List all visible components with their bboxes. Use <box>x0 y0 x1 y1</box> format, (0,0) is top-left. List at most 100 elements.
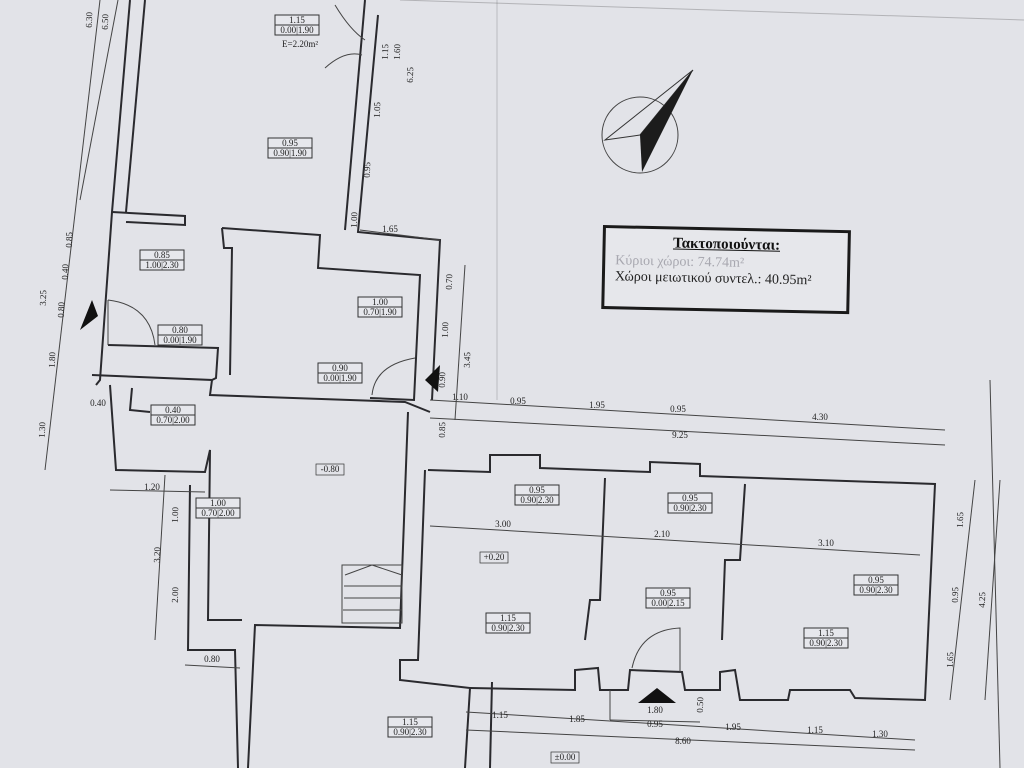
window-tag-sill-height: 0.90|1.90 <box>273 148 307 158</box>
window-tag-width: 0.90 <box>332 363 348 373</box>
dimension-label: 0.85 <box>64 231 75 248</box>
dimension-label: 0.90 <box>437 371 448 388</box>
walls <box>91 0 937 768</box>
dimension-label: 1.30 <box>37 421 48 438</box>
dimension-label: 0.40 <box>60 263 71 280</box>
window-tag-width: 0.80 <box>172 325 188 335</box>
dimension-label: 3.10 <box>818 538 834 548</box>
legend-box: Τακτοποιούνται: Κύριοι χώροι: 74.74m² Χώ… <box>601 225 851 315</box>
dimension-label: 0.95 <box>950 586 961 603</box>
window-tag-sill-height: 0.90|2.30 <box>673 503 707 513</box>
dimension-label: 3.25 <box>38 289 49 306</box>
dimension-label: 6.50 <box>100 13 111 30</box>
entrance-marker-icon <box>80 300 98 330</box>
dimension-label: 4.30 <box>812 412 828 422</box>
dimension-label: 1.80 <box>47 351 58 368</box>
window-tag: 0.400.70|2.00 <box>150 404 196 426</box>
dimension-label: 3.00 <box>495 519 511 529</box>
window-tag: 0.950.90|2.30 <box>514 484 560 506</box>
window-tag-width: 1.15 <box>289 15 305 25</box>
window-tag-width: 1.00 <box>372 297 388 307</box>
window-tag-width: 0.85 <box>154 250 170 260</box>
dimension-lines <box>44 0 1001 751</box>
window-tag: 1.000.70|2.00 <box>195 497 241 519</box>
window-tag-sill-height: 0.00|2.15 <box>651 598 685 608</box>
window-tag-width: 0.40 <box>165 405 181 415</box>
level-value: +0.20 <box>484 552 505 562</box>
window-tag: 1.150.90|2.30 <box>485 612 531 634</box>
window-tag: 0.950.90|1.90 <box>267 137 313 159</box>
window-tag-width: 0.95 <box>660 588 676 598</box>
level-value: ±0.00 <box>555 752 576 762</box>
level-mark: -0.80 <box>315 463 345 476</box>
window-tag: 1.150.90|2.30 <box>803 627 849 649</box>
window-tag-sill-height: 0.90|2.30 <box>809 638 843 648</box>
dimension-label: 0.50 <box>695 696 706 713</box>
north-arrow-icon <box>601 69 694 174</box>
level-value: -0.80 <box>321 464 340 474</box>
window-tag: 1.150.90|2.30 <box>387 716 433 738</box>
window-tag-sill-height: 0.90|2.30 <box>393 727 427 737</box>
dimension-label: 1.60 <box>392 43 403 60</box>
window-tag-sill-height: 0.70|1.90 <box>363 307 397 317</box>
dimension-label: 2.10 <box>654 529 670 539</box>
window-tag-width: 0.95 <box>682 493 698 503</box>
window-tag-sill-height: 0.70|2.00 <box>201 508 235 518</box>
dimension-label: 0.95 <box>670 404 686 414</box>
dimension-label: 6.30 <box>84 11 95 28</box>
dimension-label: 1.15 <box>807 725 823 735</box>
window-tag-sill-height: 0.00|1.90 <box>323 373 357 383</box>
window-tag: 0.950.90|2.30 <box>853 574 899 596</box>
window-tag-width: 1.15 <box>402 717 418 727</box>
dimension-label: 1.15 <box>492 710 508 720</box>
window-tag-sill-height: 0.90|2.30 <box>520 495 554 505</box>
dimension-label: 1.10 <box>452 392 468 402</box>
dimension-label: 1.95 <box>589 400 605 410</box>
window-tag-sill-height: 0.90|2.30 <box>491 623 525 633</box>
dimension-label: 0.95 <box>647 719 663 729</box>
level-mark: ±0.00 <box>550 751 580 764</box>
dimension-label: 0.95 <box>362 161 373 178</box>
dimension-label: 1.05 <box>372 101 383 118</box>
dimension-label: 3.45 <box>462 351 473 368</box>
window-tag: 0.950.90|2.30 <box>667 492 713 514</box>
area-note: E=2.20m² <box>282 39 318 49</box>
window-tag-width: 1.00 <box>210 498 226 508</box>
dimension-label: 4.25 <box>977 591 988 608</box>
dimension-label: 3.20 <box>152 546 163 563</box>
dimension-label: 0.40 <box>90 398 106 408</box>
window-tag-width: 0.95 <box>868 575 884 585</box>
dimension-label: 0.95 <box>510 396 526 406</box>
dimension-label: 6.25 <box>405 66 416 83</box>
dimension-label: 0.80 <box>56 301 67 318</box>
window-tag: 0.950.00|2.15 <box>645 587 691 609</box>
entrance-marker-icon <box>425 365 440 392</box>
dimension-label: 1.85 <box>569 714 585 724</box>
dimension-label: 1.00 <box>440 321 451 338</box>
doors <box>80 4 681 703</box>
window-tag-width: 0.95 <box>529 485 545 495</box>
dimension-label: 1.65 <box>945 651 956 668</box>
window-tag-sill-height: 0.90|2.30 <box>859 585 893 595</box>
dimension-label: 1.00 <box>349 211 360 228</box>
window-tag-sill-height: 0.70|2.00 <box>156 415 190 425</box>
window-tag-width: 1.15 <box>500 613 516 623</box>
window-tag: 0.800.00|1.90 <box>157 324 203 346</box>
window-tag: 1.000.70|1.90 <box>357 296 403 318</box>
dimension-label: 1.00 <box>170 506 181 523</box>
window-tag-width: 0.95 <box>282 138 298 148</box>
level-marks: -0.80 +0.20 ±0.00 <box>315 463 580 764</box>
dimension-label: 8.60 <box>675 736 691 746</box>
dimension-label: 1.20 <box>144 482 160 492</box>
window-tag: 0.900.00|1.90 <box>317 362 363 384</box>
window-tags: 1.150.00|1.900.950.90|1.900.851.00|2.300… <box>139 14 899 738</box>
dimension-label: 1.15 <box>380 43 391 60</box>
window-tag-sill-height: 0.00|1.90 <box>163 335 197 345</box>
dimension-label: 1.65 <box>955 511 966 528</box>
level-mark: +0.20 <box>479 551 509 564</box>
legend-title: Τακτοποιούνται: <box>672 235 781 254</box>
dimension-label: 0.85 <box>437 421 448 438</box>
window-tag-sill-height: 0.00|1.90 <box>280 25 314 35</box>
